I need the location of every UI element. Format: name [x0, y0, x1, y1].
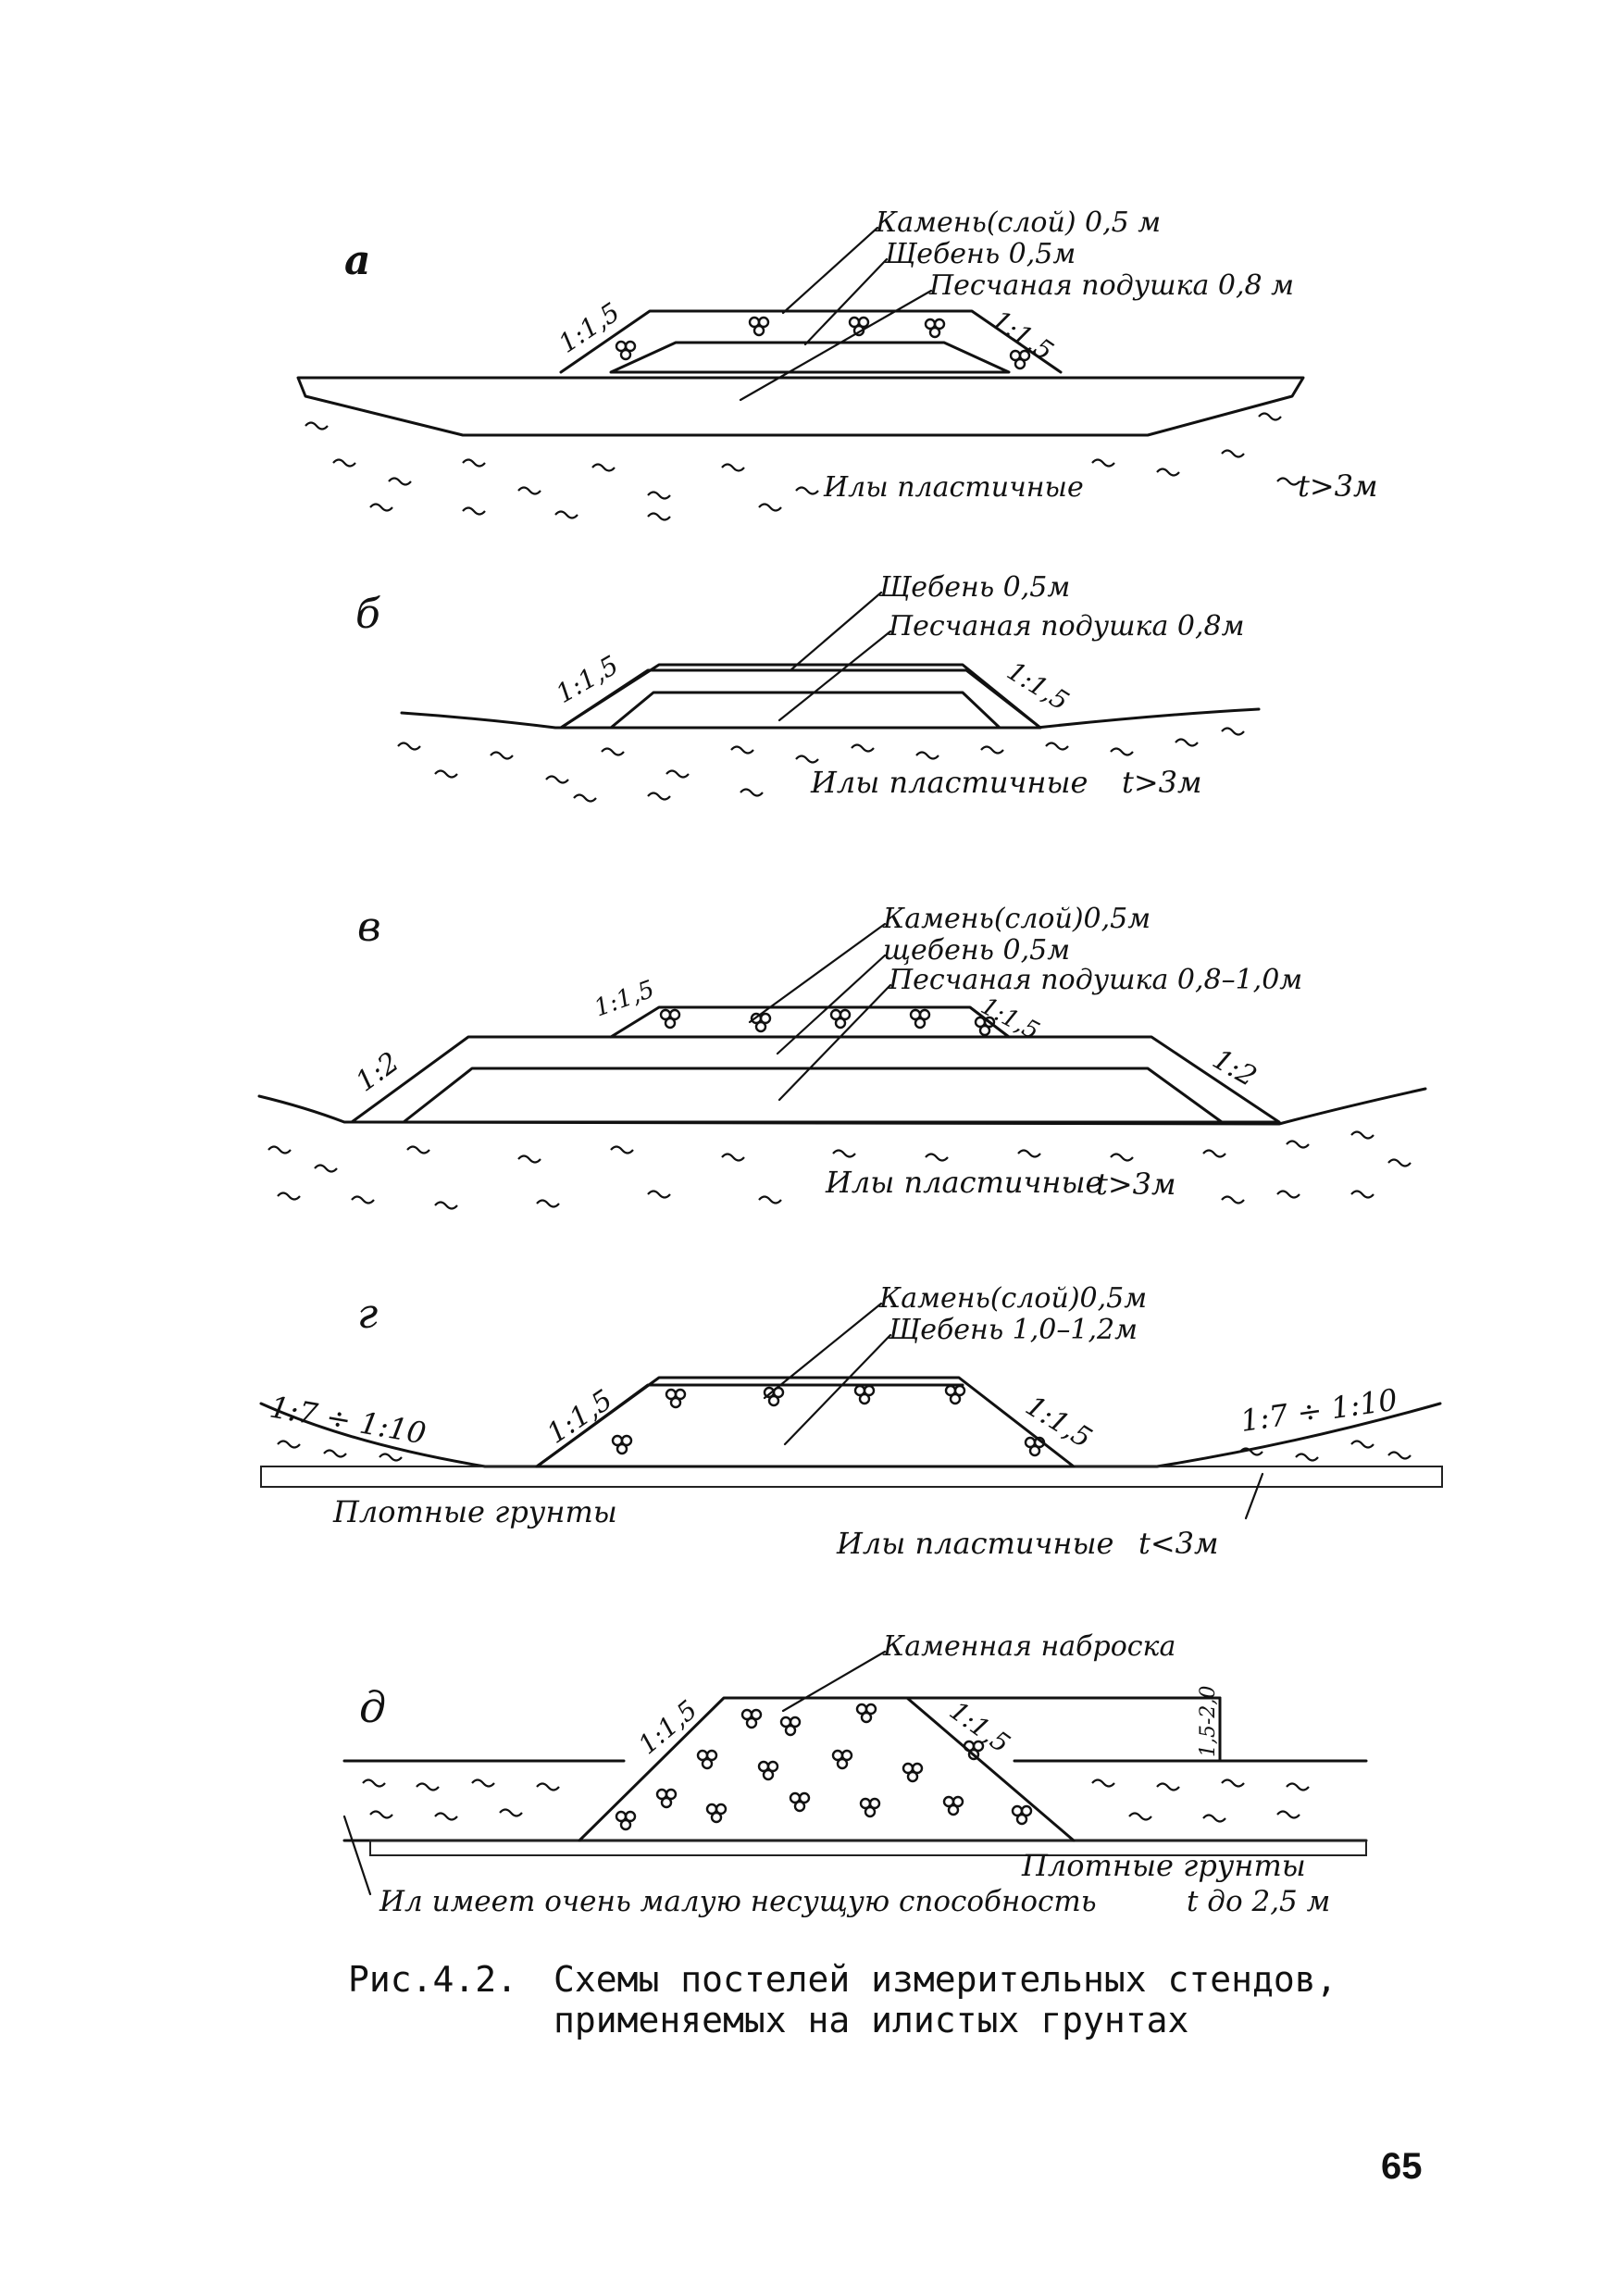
diagram-letter: д: [359, 1682, 386, 1732]
gravel-layer: [609, 341, 1011, 374]
diagram-d: д 1,5-2,0 Каменная наброска 1:1,5 1:1,5 …: [342, 1630, 1368, 1918]
silt-waves: [304, 412, 1301, 521]
depth-label: t>3м: [1122, 765, 1202, 800]
silt-waves: [361, 1778, 1311, 1823]
gravel-layer: [350, 1035, 1281, 1124]
ground-line: [257, 1087, 1427, 1126]
dense-soil-hatch: [369, 1840, 1367, 1856]
depth-label: t до 2,5 м: [1187, 1885, 1330, 1918]
leader-line: [1244, 1472, 1264, 1520]
rock-fill: [578, 1696, 1076, 1842]
dense-soil-hatch: [260, 1466, 1443, 1488]
label-stone: Камень(слой) 0,5 м: [875, 206, 1161, 239]
figure-caption-text: Схемы постелей измерительных стендов, пр…: [554, 1959, 1337, 2040]
label-sand: Песчаная подушка 0,8м: [888, 610, 1244, 643]
diagram-a: а Камень(слой) 0,5 м Щебень 0,5м Песчана…: [296, 206, 1378, 521]
leader-line: [777, 630, 892, 722]
leader-line: [789, 591, 883, 672]
depth-label: t<3м: [1138, 1526, 1219, 1561]
slope-label-left: 1:1,5: [541, 1384, 618, 1451]
stone-cluster-icon: [853, 1384, 876, 1405]
stone-cluster-icon: [615, 340, 637, 361]
stone-cluster-icon: [944, 1384, 966, 1405]
leader-line: [763, 1302, 883, 1400]
stone-cluster-icon: [909, 1008, 931, 1029]
figure-number: Рис.4.2.: [348, 1959, 518, 2000]
leader-line: [739, 289, 933, 402]
stone-cluster-icon: [611, 1434, 633, 1455]
leader-line: [803, 257, 889, 346]
diagram-v: в Камень(слой)0,5м щебень 0,5м Песчаная …: [257, 903, 1427, 1210]
ground-line: [400, 707, 1261, 730]
diagram-g: г Камень(слой)0,5м Щебень 1,0–1,2м 1:1,5…: [259, 1282, 1443, 1561]
label-stone: Камень(слой)0,5м: [882, 903, 1151, 935]
stone-cluster-icon: [829, 1008, 852, 1029]
diagram-b: б Щебень 0,5м Песчаная подушка 0,8м 1:1,…: [355, 571, 1261, 803]
diagram-letter: г: [357, 1291, 378, 1338]
gravel-layer: [559, 668, 1042, 730]
page-number: 65: [1381, 2146, 1423, 2187]
label-gravel: щебень 0,5м: [883, 934, 1070, 967]
label-sand: Песчаная подушка 0,8–1,0м: [888, 964, 1302, 996]
soil-label: Илы пластичные: [823, 471, 1084, 504]
stone-cluster-icon: [665, 1388, 687, 1409]
diagram-letter: в: [357, 904, 381, 951]
note-label: Ил имеет очень малую несущую способность: [379, 1885, 1097, 1918]
leader-line: [781, 1650, 887, 1713]
leader-line: [783, 1333, 892, 1446]
label-gravel: Щебень 0,5м: [884, 238, 1076, 270]
stone-layer: [559, 309, 1063, 374]
dense-soil-label: Плотные грунты: [1021, 1848, 1306, 1883]
slope-label-outer-right: 1:7 ÷ 1:10: [1238, 1382, 1399, 1439]
soil-label: Илы пластичные: [836, 1526, 1113, 1561]
depth-label: t>3м: [1096, 1167, 1176, 1202]
label-sand: Песчаная подушка 0,8 м: [928, 269, 1294, 302]
leader-line: [342, 1815, 372, 1896]
stone-layer: [535, 1383, 964, 1468]
slope-label-left: 1:1,5: [553, 296, 625, 358]
label-stone: Камень(слой)0,5м: [878, 1282, 1147, 1315]
leader-line: [781, 226, 879, 315]
height-label: 1,5-2,0: [1197, 1686, 1220, 1757]
slope-label-left: 1:1,5: [551, 650, 624, 709]
label-gravel: Щебень 1,0–1,2м: [888, 1314, 1138, 1346]
slope-label-right: 1:1,5: [987, 304, 1059, 366]
sand-cushion: [296, 376, 1305, 437]
diagram-letter: а: [344, 237, 371, 284]
label-gravel: Щебень 0,5м: [878, 571, 1070, 604]
label-rock: Каменная наброска: [882, 1630, 1175, 1663]
depth-label: t>3м: [1298, 468, 1378, 504]
slope-label-right: 1:1,5: [1020, 1390, 1098, 1454]
diagram-letter: б: [355, 591, 380, 638]
dense-soil-label: Плотные грунты: [332, 1494, 617, 1529]
silt-waves: [276, 1440, 1412, 1462]
leader-line: [777, 983, 892, 1102]
soil-label: Илы пластичные: [825, 1165, 1102, 1200]
stone-cluster-icon: [748, 316, 770, 337]
leader-line: [748, 922, 887, 1024]
stone-cluster-icon: [750, 1012, 772, 1033]
stone-layer: [609, 1005, 1011, 1039]
sand-cushion: [402, 1067, 1224, 1124]
stone-cluster-icon: [659, 1008, 681, 1029]
slope-label-outer-left: 1:7 ÷ 1:10: [267, 1389, 429, 1451]
leader-line: [776, 954, 887, 1055]
stone-cluster-icon: [924, 318, 946, 339]
slope-label-right: 1:2: [1207, 1043, 1262, 1093]
soil-label: Илы пластичные: [810, 765, 1088, 800]
